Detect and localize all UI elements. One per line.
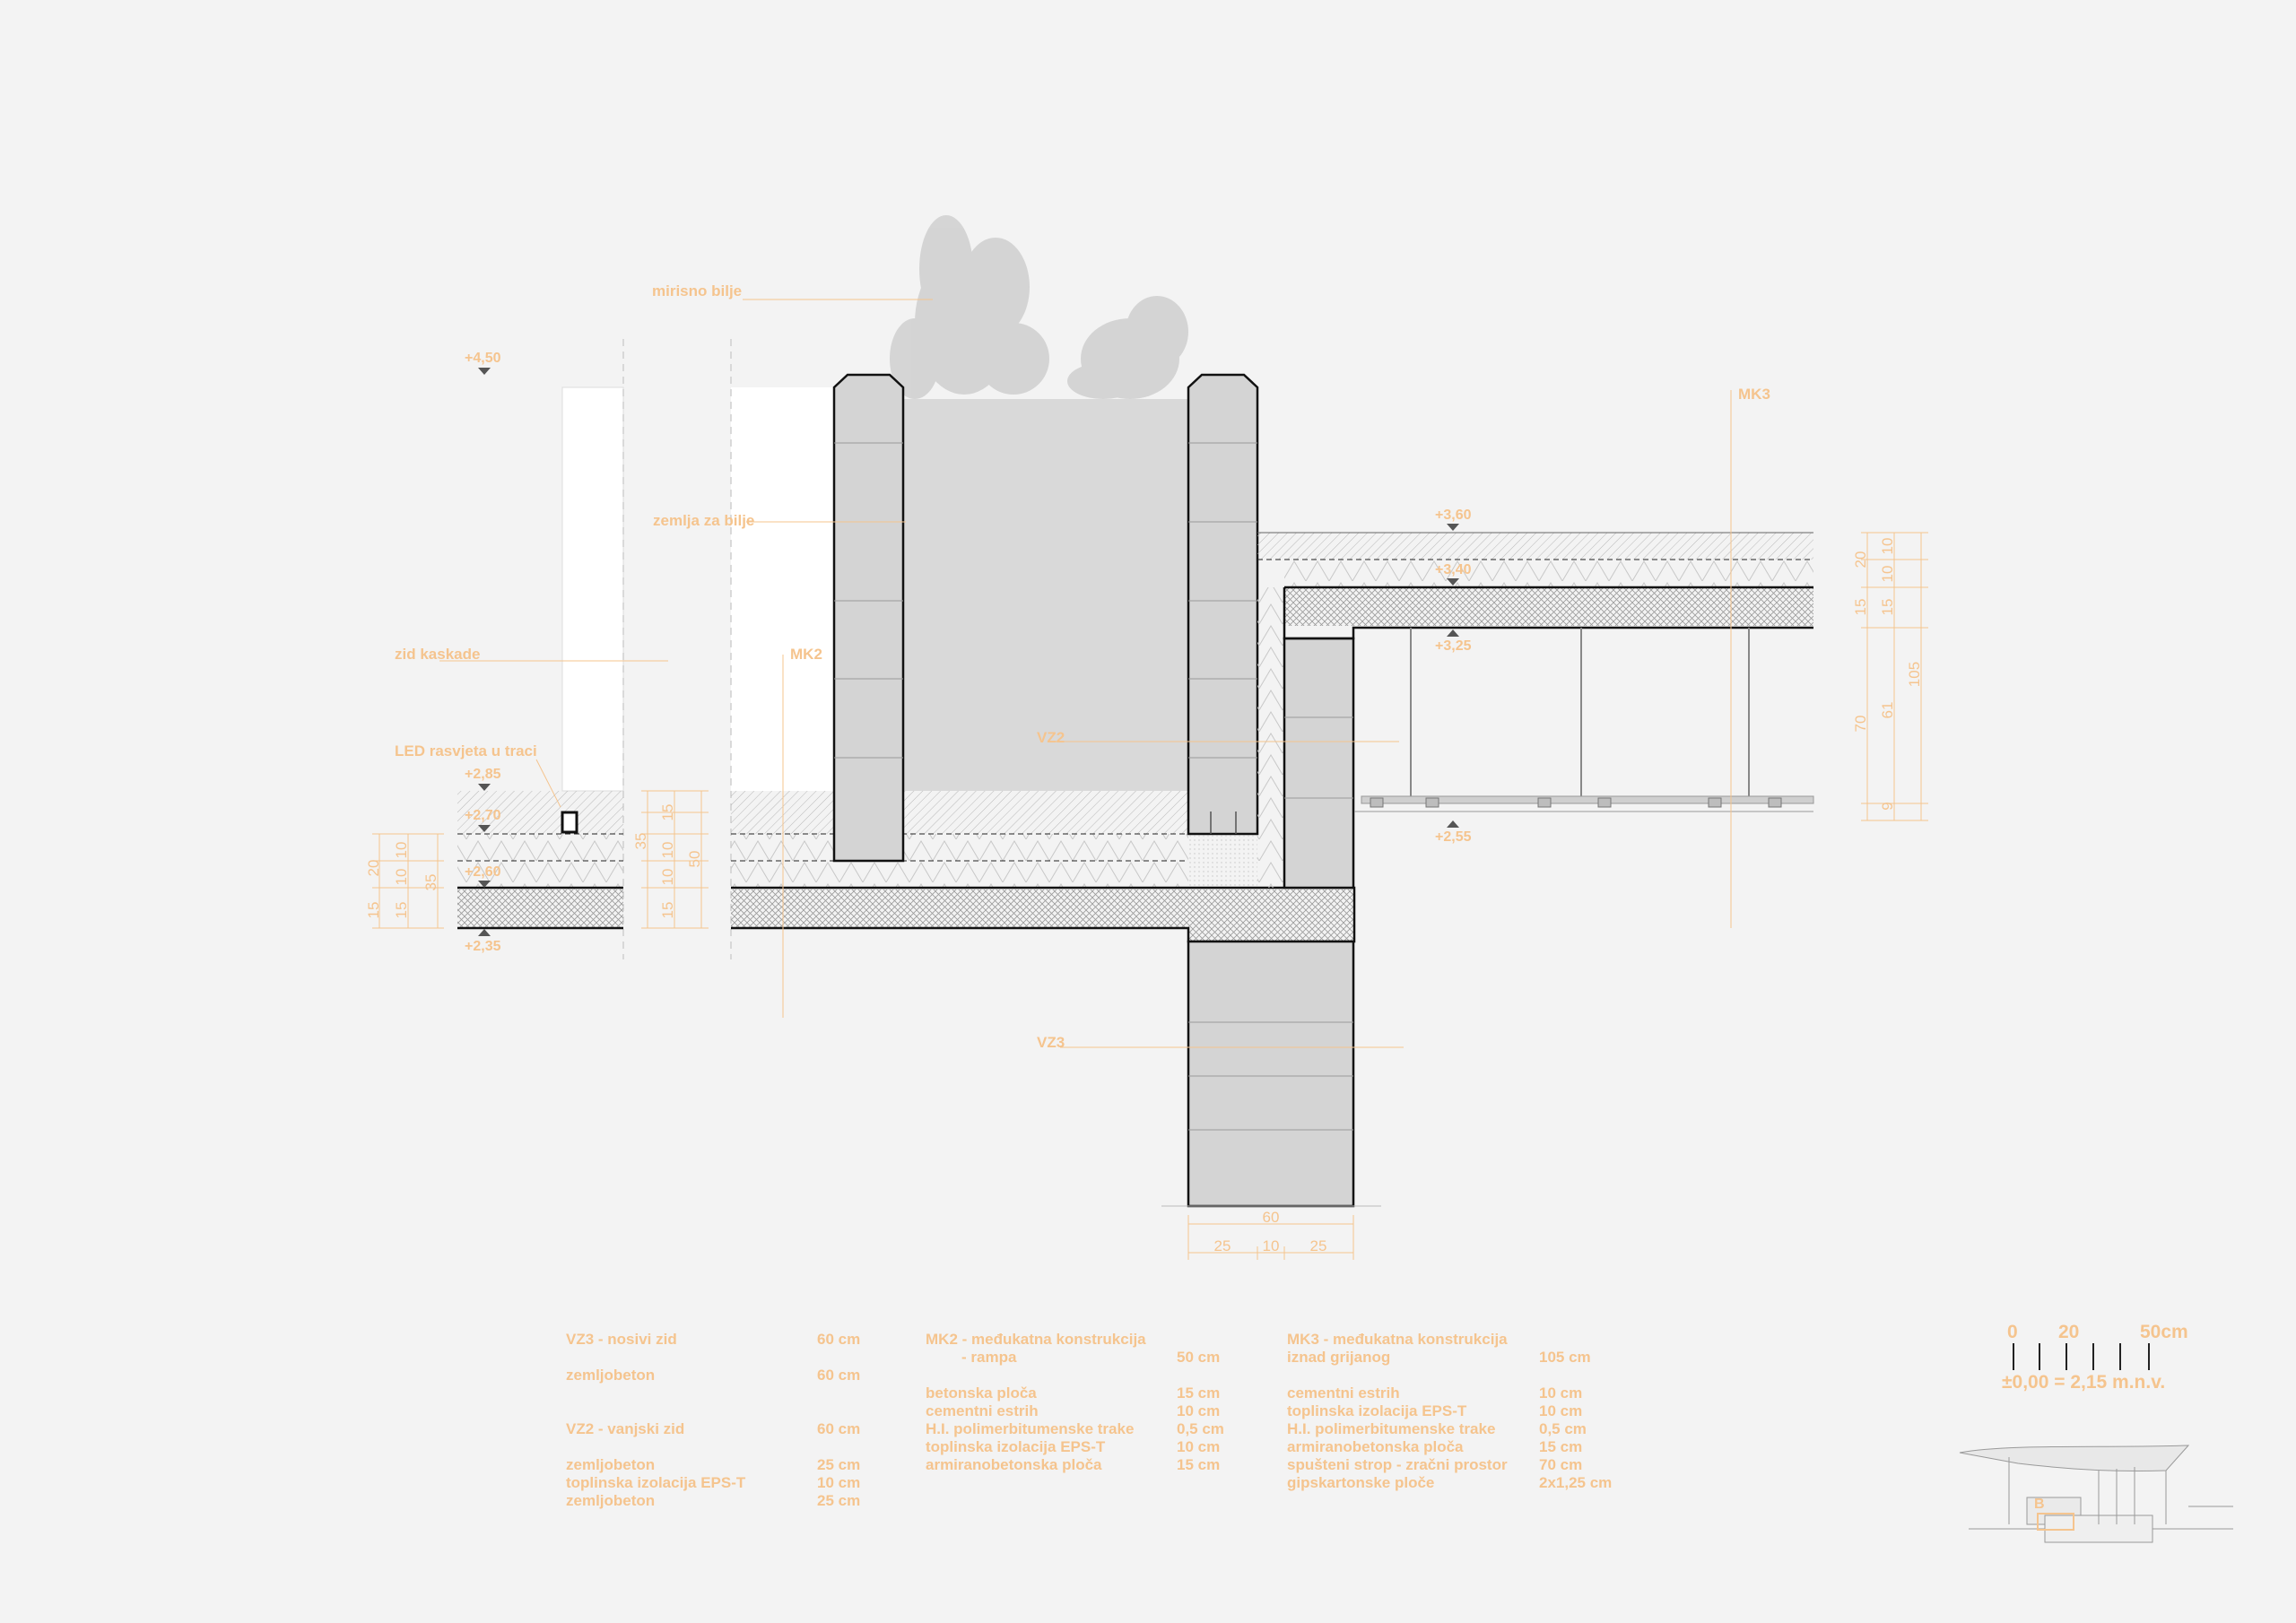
level-markers bbox=[478, 368, 1459, 936]
floor-layers-left bbox=[457, 791, 623, 930]
dim-left-35: 35 bbox=[422, 874, 439, 891]
key-plan-thumbnail: B bbox=[1959, 1445, 2233, 1543]
dim-right-70: 70 bbox=[1852, 716, 1869, 733]
level-450: +4,50 bbox=[465, 351, 501, 366]
legend-vz3-title: VZ3 - nosivi zid bbox=[566, 1331, 677, 1348]
label-zid-kaskade: zid kaskade bbox=[395, 646, 480, 663]
dim-bottom-25a: 25 bbox=[1214, 1237, 1231, 1254]
dim-left-15b: 15 bbox=[393, 902, 410, 919]
label-vz2: VZ2 bbox=[1037, 729, 1065, 746]
legend-mk2-title: MK2 - međukatna konstrukcija bbox=[926, 1331, 1146, 1348]
label-led-rasvjeta: LED rasvjeta u traci bbox=[395, 742, 537, 759]
dim-right-15b: 15 bbox=[1879, 599, 1896, 616]
dim-center-15b: 15 bbox=[659, 902, 676, 919]
level-340: +3,40 bbox=[1435, 562, 1472, 577]
leader-lines bbox=[439, 299, 1732, 1048]
label-mk2: MK2 bbox=[790, 646, 822, 663]
legend-mk3-title: MK3 - međukatna konstrukcija bbox=[1287, 1331, 1508, 1348]
suspended-ceiling bbox=[1354, 628, 1814, 812]
dim-right-20: 20 bbox=[1852, 551, 1869, 568]
dim-center-15a: 15 bbox=[659, 804, 676, 821]
level-325: +3,25 bbox=[1435, 638, 1472, 654]
label-mk3: MK3 bbox=[1738, 386, 1770, 403]
floor-layers-center bbox=[731, 791, 1356, 943]
dim-left-10b: 10 bbox=[393, 869, 410, 886]
level-260: +2,60 bbox=[465, 864, 501, 880]
legend-mk3: MK3 - međukatna konstrukcija iznad grija… bbox=[1287, 1331, 1628, 1492]
dim-center-10a: 10 bbox=[659, 842, 676, 859]
level-255: +2,55 bbox=[1435, 829, 1472, 845]
dim-right-10a: 10 bbox=[1879, 566, 1896, 583]
level-235: +2,35 bbox=[465, 939, 501, 954]
dim-bottom-60: 60 bbox=[1263, 1209, 1280, 1226]
scale-label-0: 0 bbox=[2007, 1322, 2018, 1342]
scale-label-50: 50cm bbox=[2140, 1322, 2188, 1342]
key-plan-section-mark: B bbox=[2034, 1497, 2045, 1512]
dim-center-35: 35 bbox=[632, 833, 649, 850]
dim-right-15a: 15 bbox=[1852, 599, 1869, 616]
dim-left-15a: 15 bbox=[365, 902, 382, 919]
label-mirisno-bilje: mirisno bilje bbox=[652, 282, 742, 299]
label-vz3: VZ3 bbox=[1037, 1034, 1065, 1051]
level-360: +3,60 bbox=[1435, 508, 1472, 523]
planter-wall-right bbox=[1187, 373, 1259, 888]
dim-center-50: 50 bbox=[686, 851, 703, 868]
dim-bottom-25b: 25 bbox=[1310, 1237, 1327, 1254]
insulation-strip bbox=[1257, 587, 1284, 888]
dim-left-10a: 10 bbox=[393, 842, 410, 859]
dimension-lines bbox=[372, 532, 1928, 1260]
dim-right-105: 105 bbox=[1906, 662, 1923, 687]
dim-right-61: 61 bbox=[1879, 702, 1896, 719]
dim-left-20: 20 bbox=[365, 860, 382, 877]
planter-soil bbox=[903, 399, 1188, 791]
level-285: +2,85 bbox=[465, 767, 501, 782]
dim-center-10b: 10 bbox=[659, 869, 676, 886]
legend-vz3-value: 60 cm bbox=[817, 1331, 861, 1348]
dim-bottom-10: 10 bbox=[1263, 1237, 1280, 1254]
legend-vz2-title: VZ2 - vanjski zid bbox=[566, 1420, 685, 1437]
vz3-wall bbox=[1161, 940, 1381, 1208]
scale-reference: ±0,00 = 2,15 m.n.v. bbox=[2002, 1372, 2165, 1393]
dim-right-10b: 10 bbox=[1879, 538, 1896, 555]
plant-illustration bbox=[890, 215, 1188, 399]
level-270: +2,70 bbox=[465, 808, 501, 823]
dim-right-9: 9 bbox=[1879, 802, 1896, 810]
planter-wall-left bbox=[832, 373, 905, 863]
scale-label-20: 20 bbox=[2058, 1322, 2079, 1342]
led-strip-icon bbox=[561, 811, 578, 834]
inner-wall-upper bbox=[1283, 637, 1355, 890]
scale-bar: 0 20 50cm ±0,00 = 2,15 m.n.v. bbox=[2002, 1322, 2188, 1393]
legend-vz3-title-row: VZ3 - nosivi zid 60 cm bbox=[566, 1331, 871, 1349]
label-zemlja-za-bilje: zemlja za bilje bbox=[653, 512, 754, 529]
mk3-slab bbox=[1257, 532, 1813, 640]
